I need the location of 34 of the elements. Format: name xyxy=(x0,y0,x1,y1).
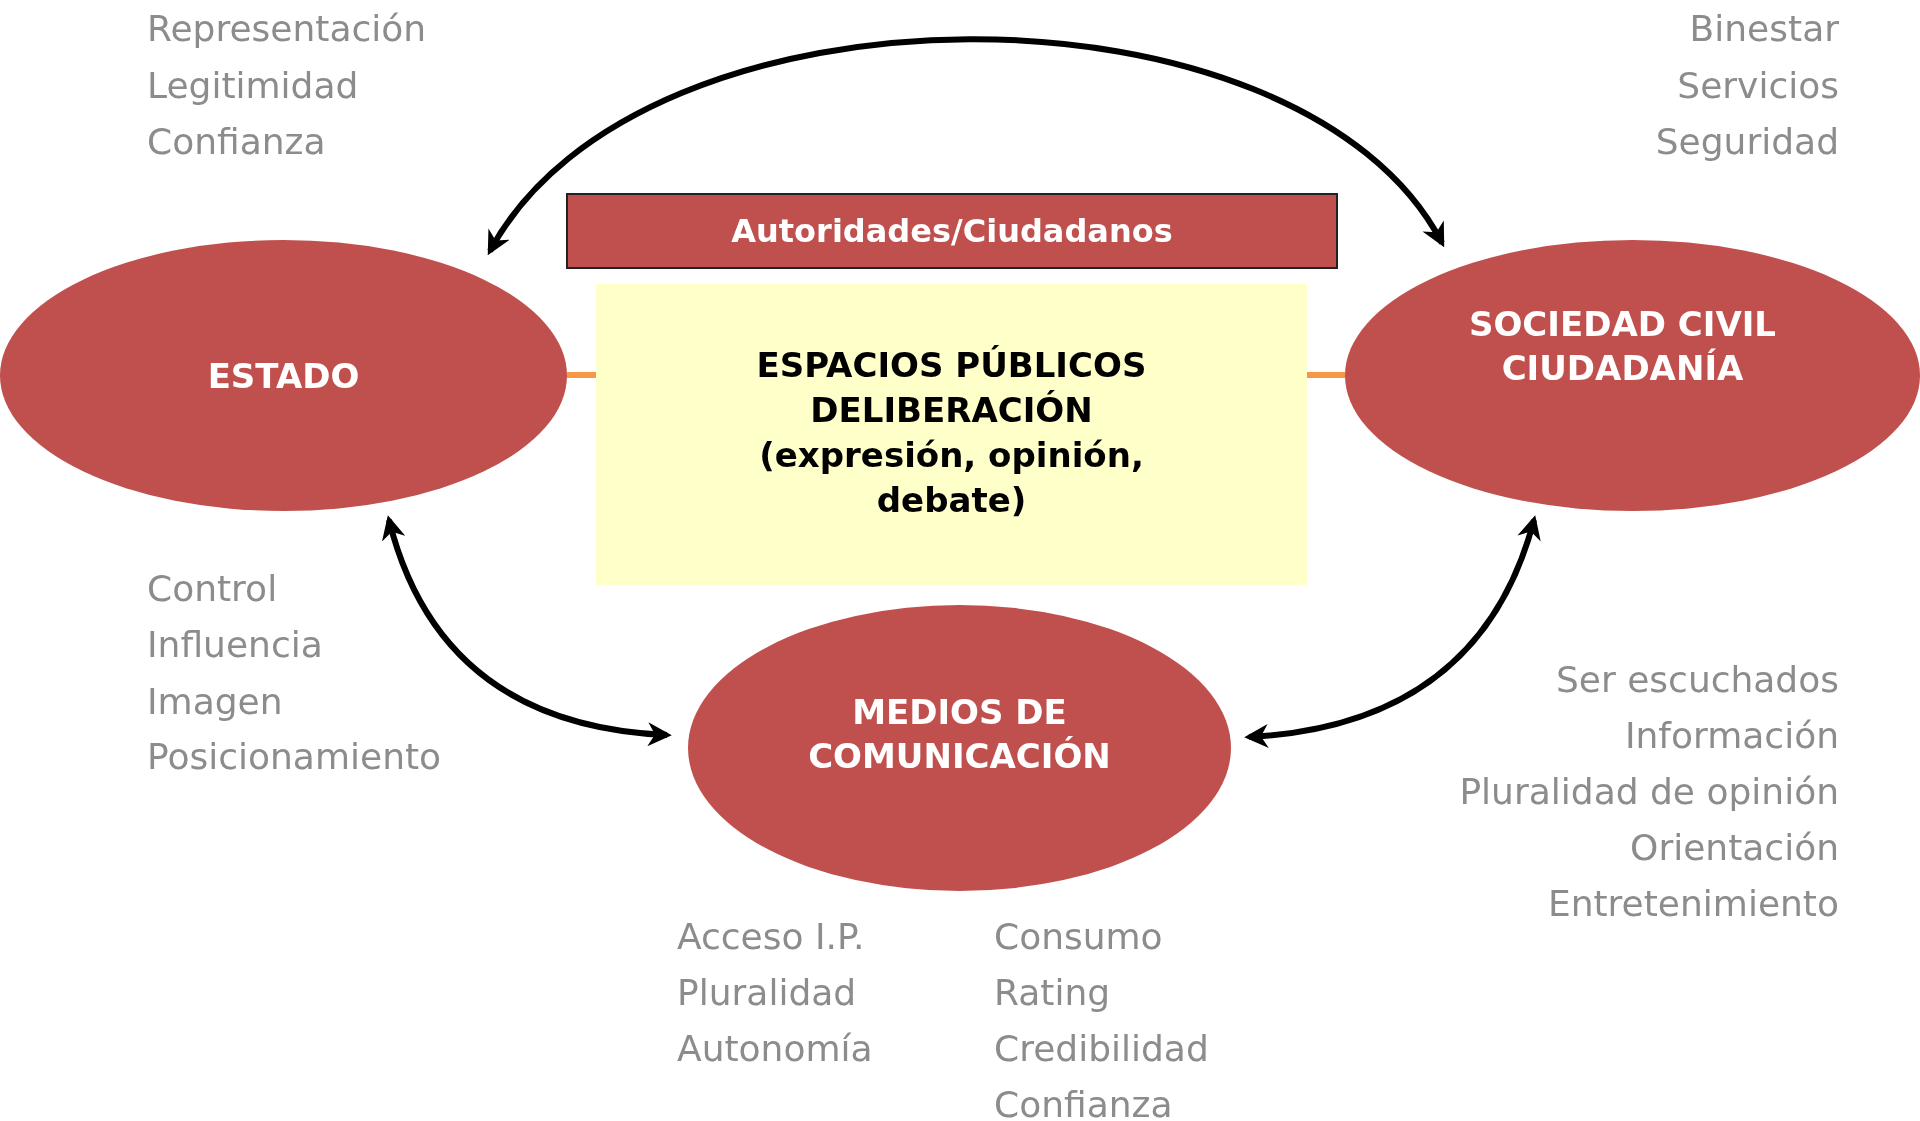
annotation-text: Información xyxy=(1624,714,1839,758)
annotation-text: Confianza xyxy=(147,120,326,164)
annotation-text: Legitimidad xyxy=(147,64,359,108)
double-arrow xyxy=(1244,515,1540,748)
annotation-text: Influencia xyxy=(147,623,323,667)
annotation-text: Rating xyxy=(994,971,1111,1015)
annotation-text: Servicios xyxy=(1677,64,1839,108)
double-arrow xyxy=(487,36,1445,255)
annotation-text: Credibilidad xyxy=(994,1027,1209,1071)
process-box xyxy=(596,284,1307,585)
annotation-text: Consumo xyxy=(994,915,1163,959)
connector-line xyxy=(1307,372,1345,378)
banner-box xyxy=(566,193,1338,269)
node-label: ESPACIOS PÚBLICOS DELIBERACIÓN (expresión, opinión, debate) xyxy=(755,343,1148,522)
annotation-text: Representación xyxy=(147,7,427,51)
node-label: Autoridades/Ciudadanos xyxy=(731,212,1173,250)
double-arrow xyxy=(382,515,672,746)
annotation-text: Pluralidad xyxy=(677,971,857,1015)
node-label: MEDIOS DE COMUNICACIÓN xyxy=(807,691,1112,778)
annotation-text: Binestar xyxy=(1689,7,1839,51)
annotation-text: Posicionamiento xyxy=(147,735,442,779)
annotation-text: Confianza xyxy=(994,1083,1173,1121)
annotation-text: Orientación xyxy=(1630,826,1839,870)
annotation-text: Control xyxy=(147,567,278,611)
annotation-text: Imagen xyxy=(147,680,283,724)
annotation-text: Seguridad xyxy=(1655,120,1839,164)
annotation-text: Acceso I.P. xyxy=(677,915,865,959)
node-label: SOCIEDAD CIVIL CIUDADANÍA xyxy=(1467,302,1777,390)
node-label: ESTADO xyxy=(207,354,360,398)
annotation-text: Autonomía xyxy=(677,1027,873,1071)
annotation-text: Pluralidad de opinión xyxy=(1459,770,1839,814)
annotation-text: Ser escuchados xyxy=(1555,658,1839,702)
connector-line xyxy=(567,372,596,378)
annotation-text: Entretenimiento xyxy=(1547,882,1839,926)
